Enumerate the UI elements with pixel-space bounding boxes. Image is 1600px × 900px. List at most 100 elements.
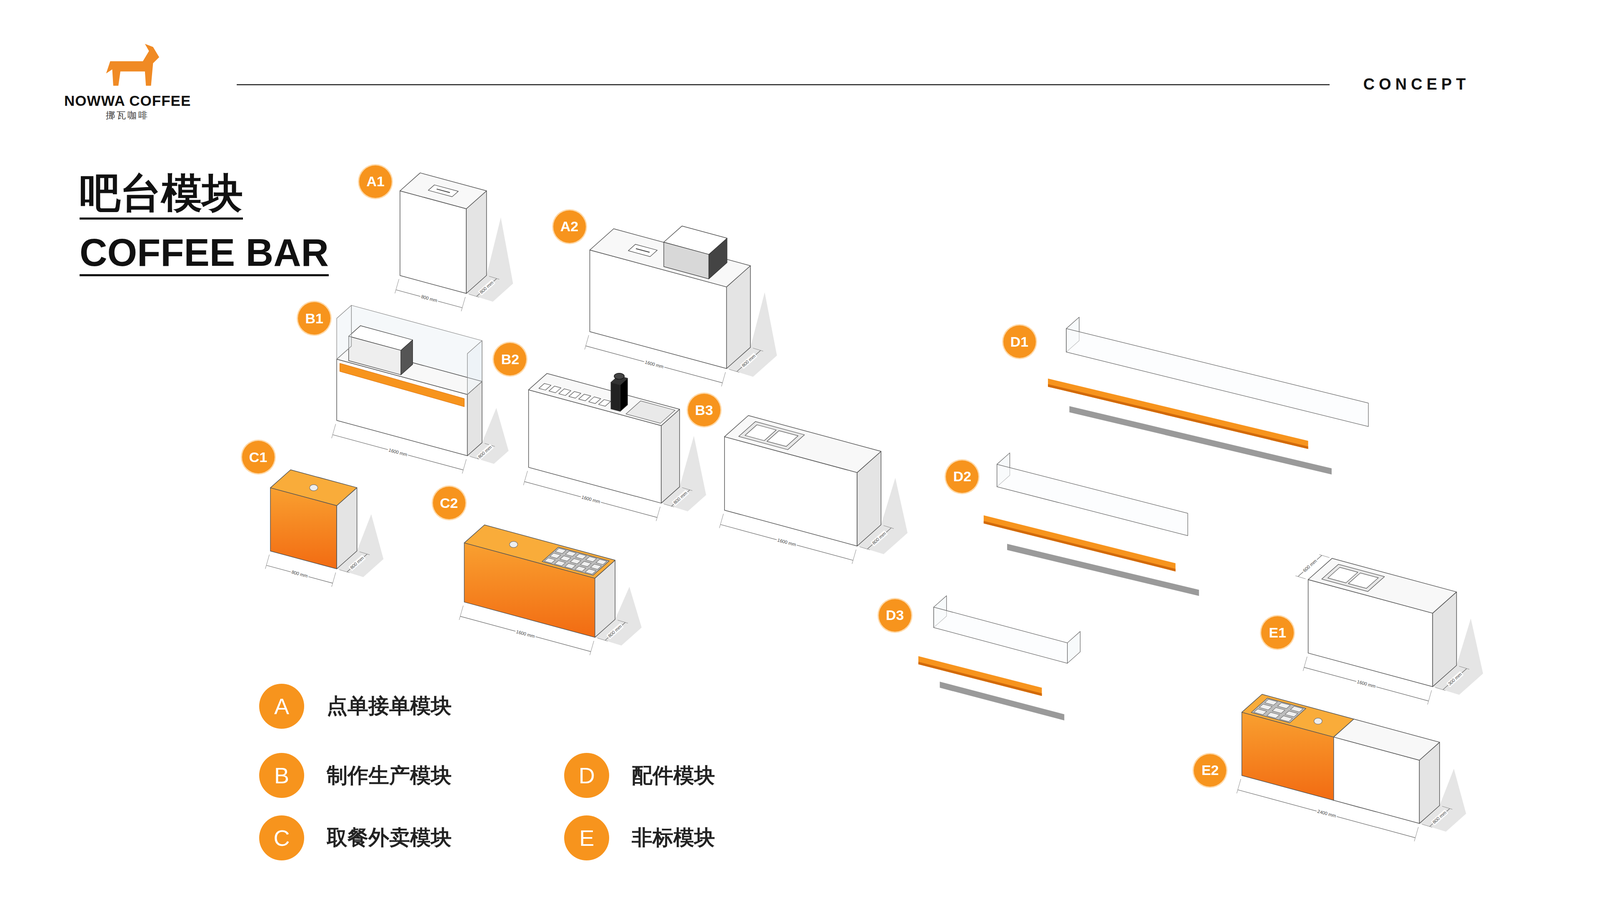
dimension-label: 800 mm <box>348 555 366 572</box>
glass-panel <box>336 305 352 360</box>
dimension-line <box>671 490 690 507</box>
dimension-label: 800 mm <box>606 623 624 640</box>
extension-line <box>721 372 726 387</box>
dimension-line <box>524 481 658 518</box>
dimension-line <box>476 278 497 297</box>
legend-letter: C <box>259 815 305 861</box>
brand-name-cn: 挪瓦咖啡 <box>105 109 150 122</box>
counter-top <box>1308 558 1457 614</box>
callout-badge: E1 <box>1261 616 1294 649</box>
tool-slot <box>548 386 561 393</box>
extension-line <box>1414 827 1419 842</box>
legend-letter: D <box>564 752 610 798</box>
glass-panel <box>933 607 1068 664</box>
tool-slot <box>568 391 581 399</box>
extension-line <box>656 506 661 521</box>
legend-text: 取餐外卖模块 <box>326 823 452 852</box>
extension-line <box>590 640 595 655</box>
extension-line <box>1319 554 1330 558</box>
dimension-label: 800 mm <box>1431 809 1449 826</box>
extension-line <box>682 487 693 491</box>
counter-top <box>1241 694 1354 738</box>
cup-slot <box>595 559 607 565</box>
order-slot <box>428 185 459 197</box>
counter-top <box>464 525 615 579</box>
legend-letter: E <box>564 815 610 861</box>
counter-top <box>528 373 680 426</box>
callout-number: C1 <box>249 449 268 466</box>
extension-line <box>1302 656 1308 671</box>
rail-shadow <box>1069 406 1332 475</box>
callout-number: E1 <box>1268 624 1287 641</box>
dimension-label: 600 mm <box>1301 557 1319 575</box>
order-slot <box>635 248 650 253</box>
dimension-line <box>1429 808 1450 827</box>
dimension-line <box>867 527 892 550</box>
sink <box>1321 564 1385 592</box>
dimension-line <box>736 350 761 372</box>
tool-slot <box>558 388 571 396</box>
legend-item: E非标模块 <box>564 815 715 861</box>
dimension-label: 800 mm <box>870 530 888 547</box>
cup-lid <box>1314 717 1323 725</box>
orange-rail <box>1047 384 1308 450</box>
cup-slot <box>1272 707 1285 714</box>
orange-rail <box>918 661 1042 696</box>
extension-line <box>852 549 857 564</box>
dimension-line <box>1297 555 1322 577</box>
counter-top <box>1333 719 1440 761</box>
dimension-label: 800 mm <box>672 490 690 507</box>
dimension-label: 2400 mm <box>1315 808 1338 820</box>
cup-slot <box>575 553 587 560</box>
extension-line <box>1295 575 1306 579</box>
page-subtitle: COFFEE BAR <box>79 233 329 277</box>
dimension-label: 800 mm <box>290 569 310 580</box>
brand-name: NOWWA COFFEE <box>64 92 191 110</box>
cup-lid <box>309 484 318 491</box>
dimension-label: 800 mm <box>740 352 758 370</box>
cup-slot <box>565 550 577 557</box>
dimension-line <box>1237 790 1416 838</box>
counter-top <box>400 172 487 209</box>
glass-panel <box>1066 328 1369 427</box>
legend-text: 制作生产模块 <box>326 761 452 790</box>
cup-rack <box>542 547 610 576</box>
cup-slot <box>555 548 566 554</box>
legend-letter: B <box>259 752 305 798</box>
cup-slot <box>1264 699 1278 705</box>
callout-badge: B1 <box>297 302 331 335</box>
callout-number: B2 <box>501 351 520 368</box>
extension-line <box>359 551 370 555</box>
cup-slot <box>590 564 602 570</box>
legend-item: D配件模块 <box>564 752 715 798</box>
header-rule <box>236 84 1330 85</box>
dimension-line <box>720 524 853 561</box>
dimension-label: 300 mm <box>1446 670 1464 688</box>
dimension-label: 1600 mm <box>387 447 409 458</box>
order-slot <box>436 189 450 193</box>
cup-slot <box>1266 712 1280 719</box>
extension-line <box>459 605 464 620</box>
orange-rail <box>918 656 1042 697</box>
extension-line <box>265 554 270 569</box>
cup-slot <box>585 556 597 563</box>
extension-line <box>729 369 740 373</box>
glass-panel <box>997 464 1188 536</box>
cup-slot <box>570 558 581 565</box>
dimension-line <box>585 345 723 383</box>
extension-line <box>597 637 608 641</box>
cup-slot <box>560 555 571 562</box>
counter-top <box>270 470 358 506</box>
page-title: 吧台模块 <box>79 170 243 220</box>
rail-shadow <box>1007 543 1199 596</box>
callout-number: B1 <box>305 310 324 327</box>
callout-badge: C1 <box>242 440 275 474</box>
dimension-label: 800 mm <box>419 293 439 304</box>
callout-badge: A2 <box>553 210 586 243</box>
cup-slot <box>585 568 596 575</box>
cup-slot <box>550 552 561 559</box>
extension-line <box>462 459 467 474</box>
legend-item: A点单接单模块 <box>259 683 452 729</box>
